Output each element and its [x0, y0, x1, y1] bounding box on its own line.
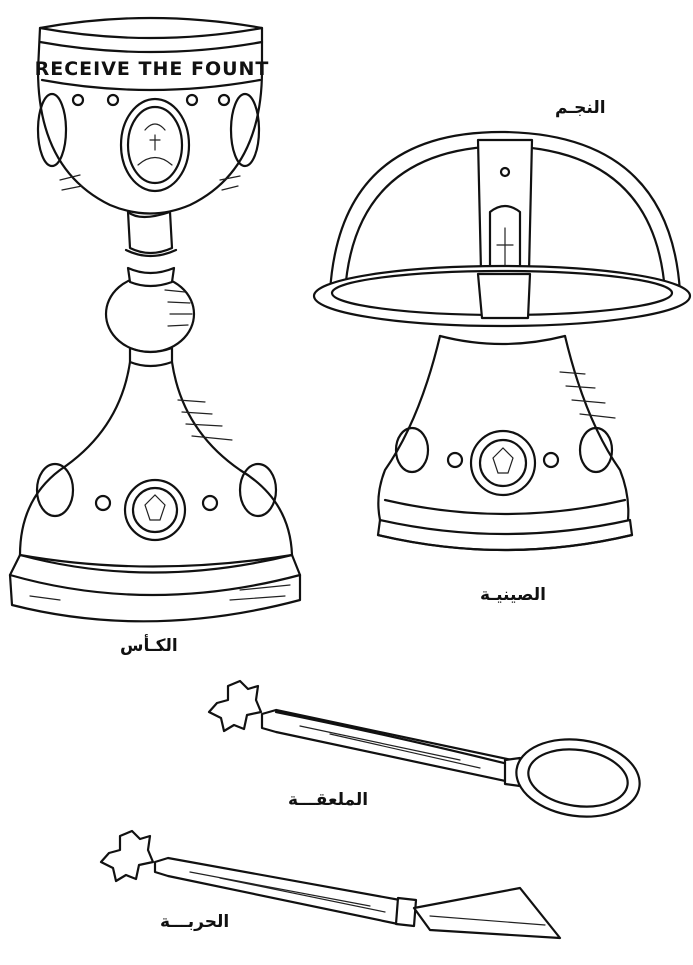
label-paten: الصينيـة — [480, 585, 546, 605]
chalice-inscription: RECEIVE THE FOUNT — [35, 58, 270, 80]
label-lance: الحربـــة — [160, 912, 229, 932]
spoon — [209, 681, 645, 824]
label-spoon: الملعقـــة — [288, 790, 368, 810]
label-star: النجـم — [555, 98, 606, 118]
paten — [314, 266, 690, 550]
chalice: RECEIVE THE FOUNT — [10, 18, 300, 621]
label-chalice: الكـأس — [120, 636, 178, 656]
